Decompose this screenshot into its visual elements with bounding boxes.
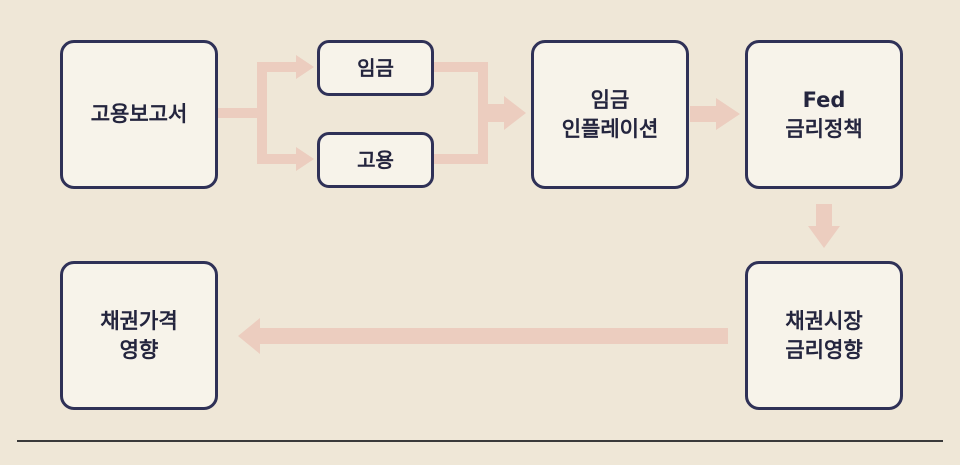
node-wage-label: 임금 — [357, 55, 394, 80]
node-bond-price-effect-line2: 영향 — [119, 337, 159, 362]
arrow-inflation-to-fed-head — [716, 98, 740, 130]
merge-out-shaft — [484, 104, 506, 122]
merge-upper-shaft — [434, 62, 486, 72]
arrow-market-to-price-head — [238, 318, 260, 354]
fork-lower-arrowhead — [296, 147, 314, 171]
node-wage: 임금 — [317, 40, 434, 96]
fork-lower-shaft — [262, 154, 298, 164]
arrow-market-to-price-shaft — [258, 328, 728, 344]
node-bond-market-rate-effect-line1: 채권시장 — [785, 309, 863, 334]
fork-upper-arrowhead — [296, 55, 314, 79]
merge-lower-shaft — [434, 154, 486, 164]
node-fed-rate-policy-line2: 금리정책 — [785, 116, 863, 141]
merge-vertical — [478, 62, 488, 164]
node-employment: 고용 — [317, 132, 434, 188]
node-wage-inflation: 임금 인플레이션 — [531, 40, 689, 189]
node-employment-label: 고용 — [357, 147, 394, 172]
node-wage-inflation-line2: 인플레이션 — [561, 116, 659, 141]
bottom-divider — [17, 440, 943, 442]
node-fed-rate-policy: Fed 금리정책 — [745, 40, 903, 189]
node-bond-market-rate-effect: 채권시장 금리영향 — [745, 261, 903, 410]
merge-arrowhead — [504, 96, 526, 130]
node-employment-report: 고용보고서 — [60, 40, 218, 189]
fork-vertical — [257, 62, 267, 164]
arrow-fed-to-market-head — [808, 226, 840, 248]
node-bond-price-effect: 채권가격 영향 — [60, 261, 218, 410]
arrow-fed-to-market-shaft — [816, 204, 832, 228]
node-bond-market-rate-effect-line2: 금리영향 — [785, 337, 863, 362]
arrow-inflation-to-fed-shaft — [690, 106, 718, 122]
fork-stem — [218, 108, 262, 118]
node-fed-rate-policy-line1: Fed — [802, 88, 846, 113]
node-bond-price-effect-line1: 채권가격 — [100, 309, 178, 334]
node-employment-report-label: 고용보고서 — [90, 102, 188, 127]
node-wage-inflation-line1: 임금 — [590, 88, 630, 113]
fork-upper-shaft — [262, 62, 298, 72]
